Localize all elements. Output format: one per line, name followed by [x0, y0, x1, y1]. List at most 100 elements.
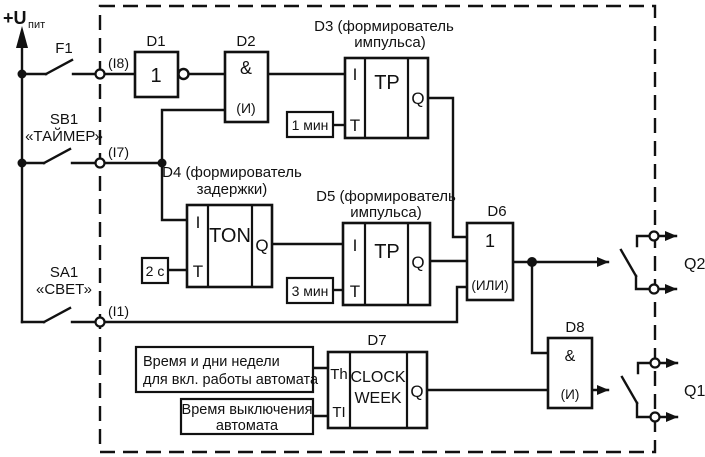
- block-d8-symbol: &: [565, 348, 576, 365]
- block-d4-label-line2: задержки): [197, 181, 268, 198]
- block-d6-symbol: 1: [485, 231, 495, 251]
- block-d3-label-line1: D3 (формирователь: [314, 18, 454, 35]
- block-d5-body: [341, 221, 432, 307]
- wire-d6-d8: [530, 260, 550, 355]
- q2-lower-contact: [634, 274, 651, 291]
- block-d8-alias: (И): [561, 387, 580, 402]
- block-d4-symbol: TON: [209, 225, 251, 247]
- param-on-time-box: [134, 345, 315, 394]
- q2-fixed-contact: [635, 234, 651, 248]
- power-label: +U: [3, 8, 27, 28]
- wire-i1-d6: [102, 285, 469, 324]
- block-d5-pin-q: Q: [411, 253, 424, 272]
- param-1min-label: 1 мин: [292, 117, 329, 133]
- block-d7-pin-th: Th: [330, 366, 348, 383]
- terminal-i1-label: (I1): [108, 303, 129, 319]
- block-d3-symbol: TP: [374, 72, 400, 94]
- block-d5-label-line1: D5 (формирователь: [316, 188, 456, 205]
- output-q1: Q1: [620, 358, 705, 422]
- q2-contact-blade: [619, 248, 638, 278]
- terminal-q2-bottom: [648, 283, 660, 295]
- power-rail: +U пит: [3, 8, 45, 324]
- block-d4-dividers: [206, 205, 254, 287]
- block-d5-dividers: [363, 223, 410, 305]
- block-d7-label: D7: [367, 332, 386, 349]
- power-label-sub: пит: [28, 19, 45, 31]
- switch-sb1-caption: «ТАЙМЕР»: [25, 127, 103, 145]
- block-d6-label: D6: [487, 203, 506, 220]
- param-1min-box: [285, 110, 335, 139]
- terminal-q1-bottom: [649, 411, 661, 423]
- block-d3: D3 (формирователь импульса) I T TP Q 1 м…: [285, 18, 454, 140]
- block-d3-pin-i: I: [353, 65, 358, 84]
- block-d8-label: D8: [565, 319, 584, 336]
- block-d7-symbol-line1: CLOCK: [350, 369, 405, 386]
- wire-d3-d6: [426, 96, 469, 239]
- block-d4-pin-i: I: [196, 213, 201, 232]
- output-q2: Q2: [619, 231, 705, 294]
- block-d7-body: [326, 350, 429, 430]
- block-d2-label: D2: [236, 33, 255, 50]
- switch-sa1-label: SA1: [50, 264, 78, 281]
- block-d6: D6 1 (ИЛИ): [465, 203, 515, 302]
- block-d5: D5 (формирователь импульса) I T TP Q 3 м…: [285, 188, 456, 307]
- terminal-i7: [94, 157, 106, 169]
- device-boundary: [98, 4, 657, 454]
- q1-contact-blade: [620, 375, 639, 405]
- block-d3-label-line2: импульса): [354, 34, 425, 51]
- block-d2-alias: (И): [236, 100, 255, 116]
- q1-fixed-contact: [636, 361, 652, 375]
- block-d1-body: [133, 50, 180, 99]
- wire-i7-d2: [160, 108, 227, 165]
- block-d4-pin-t: T: [193, 262, 203, 281]
- switch-f1-blade: [44, 58, 74, 76]
- block-d6-alias: (ИЛИ): [471, 278, 508, 293]
- param-3min-label: 3 мин: [292, 283, 329, 299]
- switch-sa1: SA1 «СВЕТ» (I1): [20, 264, 129, 324]
- block-d5-label-line2: импульса): [350, 204, 421, 221]
- block-d2-body: [223, 50, 270, 124]
- param-3min-box: [285, 276, 335, 305]
- block-d5-pin-t: T: [350, 282, 360, 301]
- param-off-time-box: [179, 397, 315, 436]
- block-d8-body: [546, 336, 594, 410]
- block-d3-dividers: [363, 58, 410, 138]
- power-arrow-up-icon: [16, 26, 28, 48]
- block-d1-symbol: 1: [150, 65, 161, 87]
- block-d2: D2 & (И): [223, 33, 270, 124]
- block-d1-label: D1: [146, 33, 165, 50]
- switch-sa1-caption: «СВЕТ»: [36, 281, 92, 298]
- switch-sa1-blade: [42, 306, 72, 324]
- output-q1-label: Q1: [684, 383, 705, 400]
- block-d4-label-line1: D4 (формирователь: [162, 164, 302, 181]
- terminal-q2-top: [648, 230, 660, 242]
- param-off-time-line2: автомата: [216, 418, 279, 434]
- block-d4-body: [185, 203, 274, 289]
- wiring: [102, 72, 610, 418]
- switch-sb1-blade: [42, 147, 72, 165]
- switch-sb1-label: SB1: [50, 111, 78, 128]
- inversion-bubble-icon: [177, 67, 190, 81]
- block-d7-dividers: [348, 352, 409, 428]
- param-on-time-line2: для вкл. работы автомата: [143, 372, 319, 388]
- block-d8: D8 & (И): [546, 319, 594, 410]
- terminal-i8: [94, 68, 106, 80]
- wire-i7-d4: [160, 161, 189, 222]
- block-d7-pin-q: Q: [410, 382, 423, 401]
- block-d4: D4 (формирователь задержки) I T TON Q 2 …: [140, 164, 302, 289]
- terminal-i7-label: (I7): [108, 144, 129, 160]
- terminal-i1: [94, 316, 106, 328]
- block-d3-pin-t: T: [350, 116, 360, 135]
- q1-lower-contact: [635, 401, 652, 419]
- junction-dot: [157, 158, 167, 168]
- block-d3-body: [343, 56, 430, 140]
- block-d6-body: [465, 221, 515, 302]
- block-d7: D7 Th TI CLOCK WEEK Q Время и дни недели…: [134, 332, 429, 436]
- param-2s-label: 2 с: [146, 263, 165, 279]
- switch-f1-label: F1: [55, 40, 73, 57]
- junction-dot: [17, 158, 27, 168]
- block-d1: D1 1: [133, 33, 190, 99]
- block-d5-pin-i: I: [353, 236, 358, 255]
